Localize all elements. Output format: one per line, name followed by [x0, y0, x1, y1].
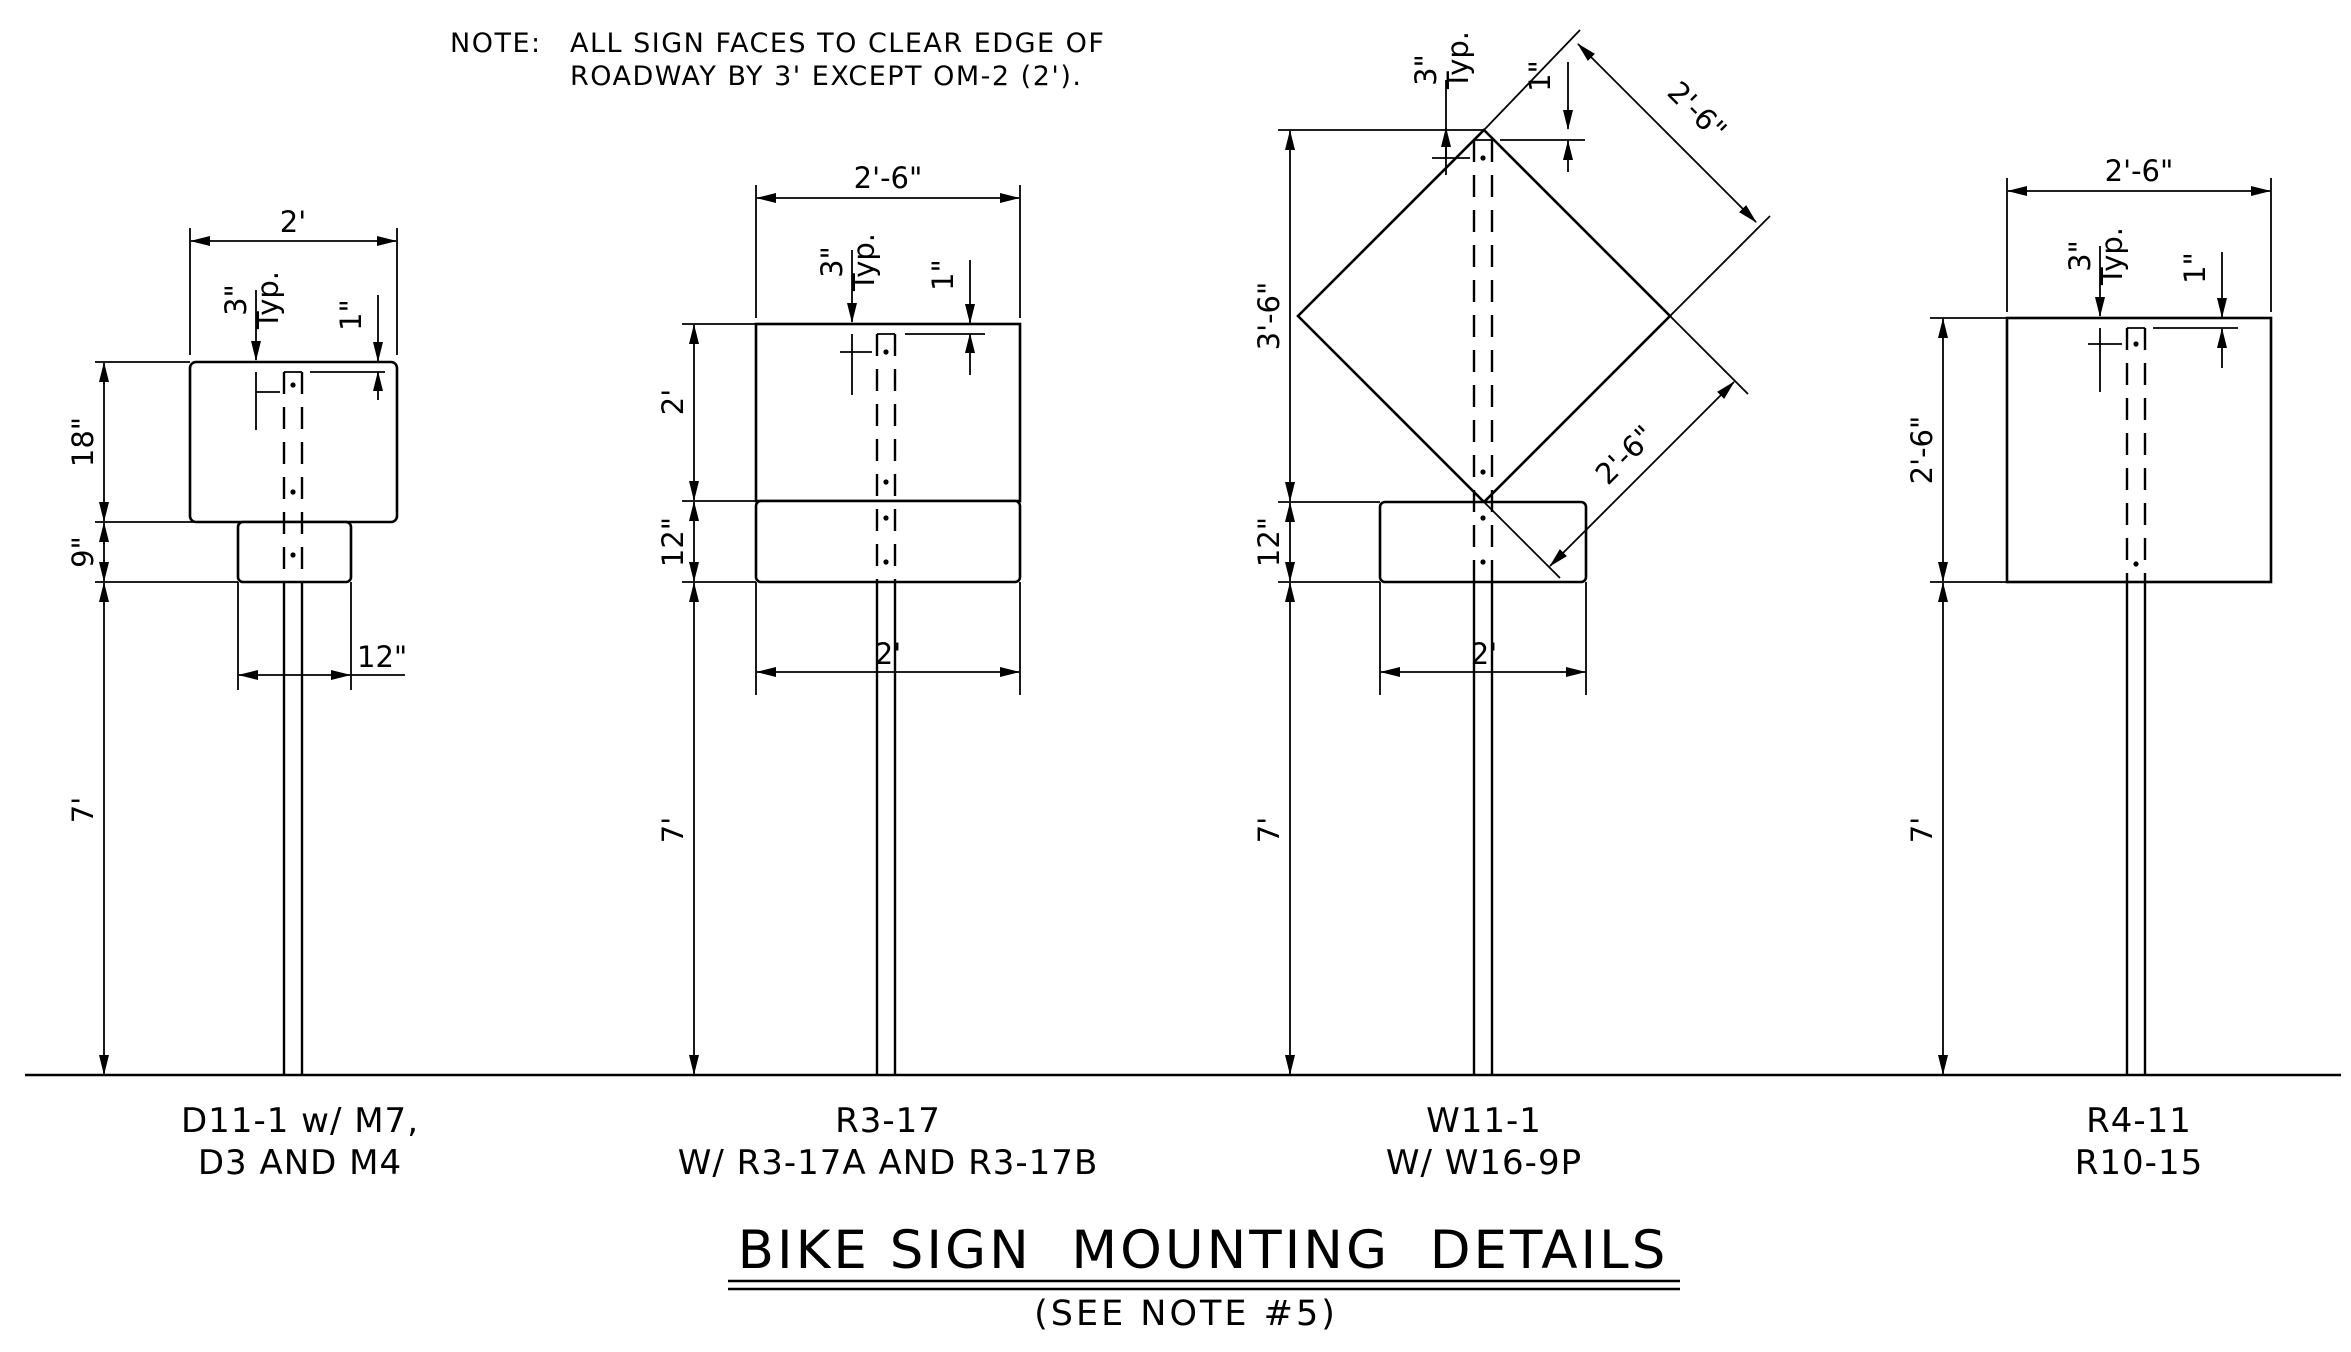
edge-dimension-label: 1"	[926, 259, 960, 291]
width-dimension-label: 2'-6"	[2105, 154, 2174, 188]
general-note: NOTE: ALL SIGN FACES TO CLEAR EDGE OF RO…	[450, 28, 1105, 92]
supplemental-plaque	[236, 520, 353, 584]
plaque-width-label: 12"	[357, 640, 407, 674]
height-dimension-label: 3'-6"	[1252, 282, 1286, 351]
extension-line	[1483, 29, 1581, 131]
extension-line	[1669, 315, 1749, 395]
sign-assembly-r4-11: 2'-6" 2'-6" 7' 3" Typ. 1" R4-11 R10-15	[1905, 154, 2273, 1183]
sign-assembly-d11-1: 2' 18" 9" 7' 12" 3" Typ. 1" D11-1 w/ M7,…	[66, 205, 419, 1183]
typ-dimension-note: Typ.	[847, 233, 881, 292]
side-dimension-line-lower	[1549, 381, 1735, 567]
plaque-height-dimension-label: 9"	[66, 536, 100, 568]
edge-dimension-label: 1"	[2178, 252, 2212, 284]
bolt-hole	[2133, 341, 2139, 347]
sign-label-line-2: D3 AND M4	[198, 1143, 402, 1183]
typ-dimension-value: 3"	[815, 246, 849, 278]
bolt-hole	[883, 559, 889, 565]
edge-dimension-label: 1"	[334, 299, 368, 331]
sign-label-line-1: W11-1	[1426, 1101, 1542, 1141]
mounting-height-label: 7'	[66, 797, 100, 823]
mounting-height-label: 7'	[1252, 817, 1286, 843]
bolt-hole	[1480, 155, 1486, 161]
width-dimension-label: 2'	[280, 205, 306, 239]
bolt-hole	[1480, 515, 1486, 521]
typ-dimension-note: Typ.	[251, 271, 285, 330]
bolt-hole	[883, 515, 889, 521]
bolt-hole	[883, 349, 889, 355]
sign-assembly-w11-1: 2'-6" 2'-6" 3'-6" 12" 7' 2' 3" Typ. 1" W…	[1252, 29, 1771, 1183]
typ-dimension-value: 3"	[2063, 240, 2097, 272]
extension-line	[1483, 501, 1561, 579]
typ-dimension-value: 3"	[1409, 54, 1443, 86]
sign-label-line-1: R3-17	[835, 1101, 941, 1141]
bolt-hole	[290, 552, 296, 558]
supplemental-plaque	[1378, 500, 1588, 584]
side-dimension-line-upper	[1577, 43, 1757, 223]
typ-dimension-note: Typ.	[1441, 31, 1475, 90]
side-dimension-label-upper: 2'-6"	[1661, 75, 1734, 148]
sign-label-line-1: D11-1 w/ M7,	[181, 1101, 419, 1141]
bolt-hole	[1480, 469, 1486, 475]
height-dimension-label: 2'-6"	[1905, 416, 1939, 485]
extension-line	[1669, 215, 1771, 317]
bolt-hole	[1480, 559, 1486, 565]
plaque-width-label: 2'	[875, 637, 901, 671]
note-prefix: NOTE:	[450, 28, 542, 59]
height-dimension-label: 2'	[656, 389, 690, 415]
width-dimension-label: 2'-6"	[854, 161, 923, 195]
edge-dimension-label: 1"	[1523, 60, 1557, 92]
supplemental-plaque	[754, 499, 1022, 584]
bolt-hole	[290, 382, 296, 388]
mounting-height-label: 7'	[656, 817, 690, 843]
side-dimension-label-lower: 2'-6"	[1589, 419, 1662, 492]
plaque-height-dimension-label: 12"	[1252, 517, 1286, 567]
plaque-width-label: 2'	[1471, 637, 1497, 671]
note-line-1: ALL SIGN FACES TO CLEAR EDGE OF	[570, 28, 1105, 59]
bolt-hole	[2133, 561, 2139, 567]
drawing-subtitle: (SEE NOTE #5)	[1034, 1294, 1338, 1334]
typ-dimension-value: 3"	[219, 284, 253, 316]
sign-label-line-2: W/ W16-9P	[1386, 1143, 1582, 1183]
drawing-title: BIKE SIGN MOUNTING DETAILS	[738, 1220, 1669, 1281]
typ-dimension-note: Typ.	[2095, 227, 2129, 286]
bolt-hole	[883, 479, 889, 485]
note-line-2: ROADWAY BY 3' EXCEPT OM-2 (2').	[570, 61, 1082, 92]
plaque-height-dimension-label: 12"	[656, 517, 690, 567]
sign-label-line-2: R10-15	[2075, 1143, 2203, 1183]
bolt-hole	[290, 489, 296, 495]
mounting-height-label: 7'	[1905, 817, 1939, 843]
main-sign-panel	[2005, 316, 2273, 584]
drawing-title-block: BIKE SIGN MOUNTING DETAILS (SEE NOTE #5)	[728, 1220, 1680, 1334]
sign-label-line-1: R4-11	[2086, 1101, 2192, 1141]
sign-assembly-r3-17: 2'-6" 2' 12" 7' 2' 3" Typ. 1" R3-17 W/ R…	[656, 161, 1099, 1183]
height-dimension-label: 18"	[66, 417, 100, 467]
sign-label-line-2: W/ R3-17A AND R3-17B	[678, 1143, 1099, 1183]
